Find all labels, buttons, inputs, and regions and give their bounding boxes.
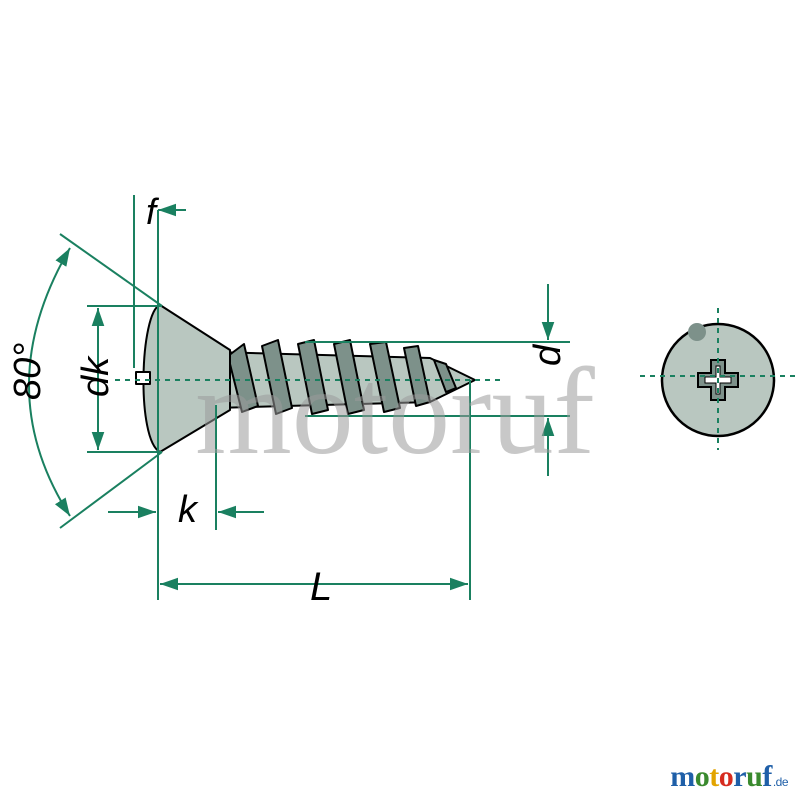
- logo-letter: t: [709, 760, 719, 793]
- label-dk: dk: [75, 355, 117, 397]
- dimension-lines: [28, 195, 570, 600]
- label-k: k: [178, 489, 199, 531]
- logo-letter: u: [746, 760, 763, 793]
- brand-logo: motoruf.de: [670, 760, 788, 794]
- label-L: L: [310, 565, 332, 609]
- head-slot: [135, 371, 151, 385]
- logo-letter: o: [694, 760, 710, 793]
- watermark: motoruf: [195, 343, 595, 480]
- logo-letter: m: [670, 760, 695, 793]
- logo-tld: .de: [772, 775, 789, 789]
- logo-letter: r: [733, 760, 747, 793]
- label-d: d: [527, 343, 569, 366]
- screw-side-view: [135, 304, 476, 453]
- logo-letter: o: [718, 760, 734, 793]
- label-angle: 80°: [7, 343, 49, 400]
- centerlines: [115, 308, 800, 450]
- screw-threads: [227, 339, 457, 415]
- logo-letter: f: [762, 760, 772, 793]
